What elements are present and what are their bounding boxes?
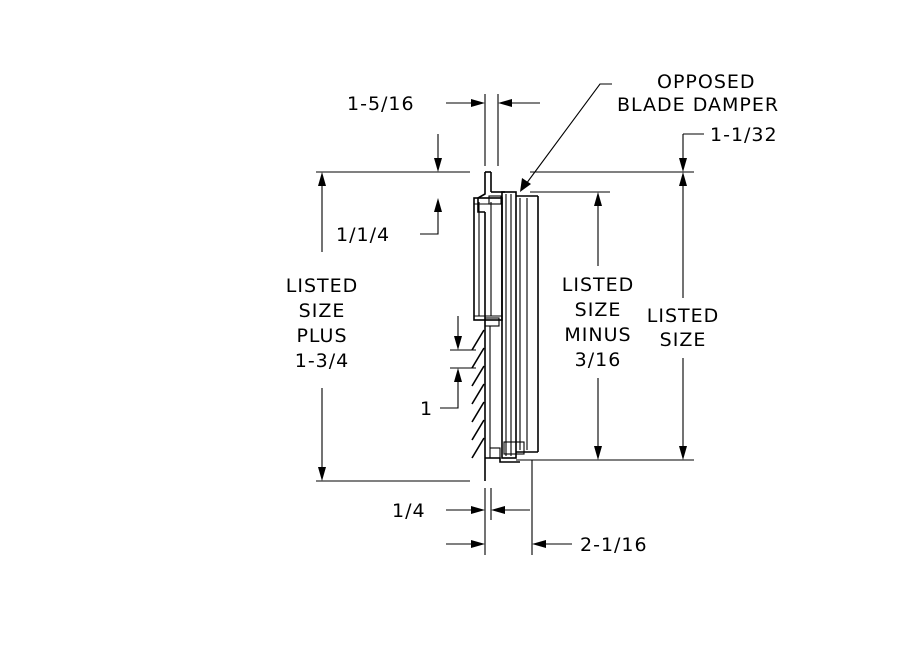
dimension-top-width [446,99,540,107]
label-listed-line1: LISTED [647,305,720,327]
label-minus-line1: LISTED [562,274,635,296]
dimension-listed-minus [594,192,602,460]
dimension-bottom-depth [446,540,572,548]
grille-frame [473,171,539,481]
louver-blades [471,326,491,459]
dimension-listed [679,172,687,460]
label-blade-spacing: 1 [420,398,433,420]
label-top-width: 1-5/16 [347,93,415,115]
label-damper-line1: OPPOSED [657,71,756,93]
dimension-flange-offset [420,134,442,235]
dimension-bottom-thickness [446,506,530,514]
extension-lines [316,94,694,555]
label-plus-line1: LISTED [286,275,359,297]
label-damper-line2: BLADE DAMPER [617,94,779,116]
label-plus-line3: PLUS [296,325,347,347]
dimension-damper-offset [679,133,704,172]
label-minus-line2: SIZE [575,299,622,321]
label-plus-line4: 1-3/4 [295,350,350,372]
label-minus-line3: MINUS [564,324,631,346]
dimension-listed-plus [318,172,326,481]
label-flange-offset: 1/1/4 [336,224,390,246]
dimension-blade-spacing [440,316,476,409]
label-plus-line2: SIZE [299,300,346,322]
label-bottom-depth: 2-1/16 [580,534,648,556]
label-listed-line2: SIZE [660,329,707,351]
label-damper-offset: 1-1/32 [710,124,778,146]
label-bottom-thickness: 1/4 [392,500,426,522]
label-minus-line4: 3/16 [575,349,622,371]
leader-damper [520,83,612,192]
